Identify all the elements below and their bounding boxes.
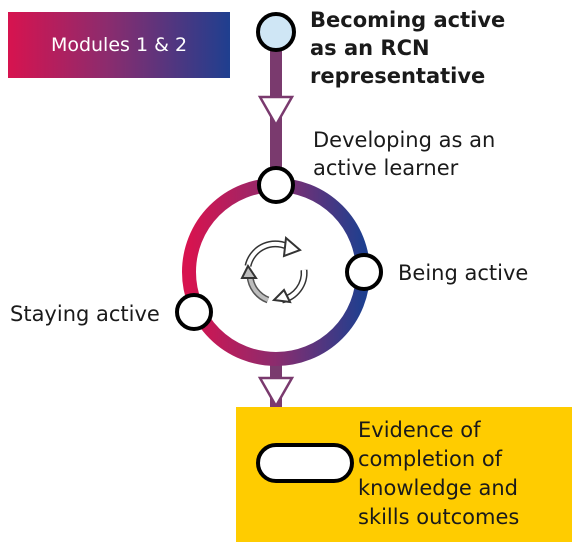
modules-badge-label: Modules 1 & 2 <box>50 34 188 56</box>
node-being-active <box>345 253 383 291</box>
stage-becoming-active: Becoming active as an RCN representative <box>310 8 506 88</box>
stage-evidence: Evidence of completion of knowledge and … <box>358 418 520 529</box>
cycle-ring <box>182 178 370 366</box>
recycle-cycle-icon <box>240 236 308 304</box>
node-staying-active <box>175 293 213 331</box>
modules-badge: Modules 1 & 2 <box>8 12 230 78</box>
node-becoming-active <box>256 12 296 52</box>
down-arrow-icon <box>257 376 295 409</box>
stage-being-active: Being active <box>398 261 529 285</box>
evidence-node-icon <box>256 443 354 483</box>
down-arrow-icon <box>257 95 295 128</box>
node-developing <box>257 166 295 204</box>
stage-developing: Developing as an active learner <box>313 128 496 180</box>
stage-staying-active: Staying active <box>10 302 160 326</box>
